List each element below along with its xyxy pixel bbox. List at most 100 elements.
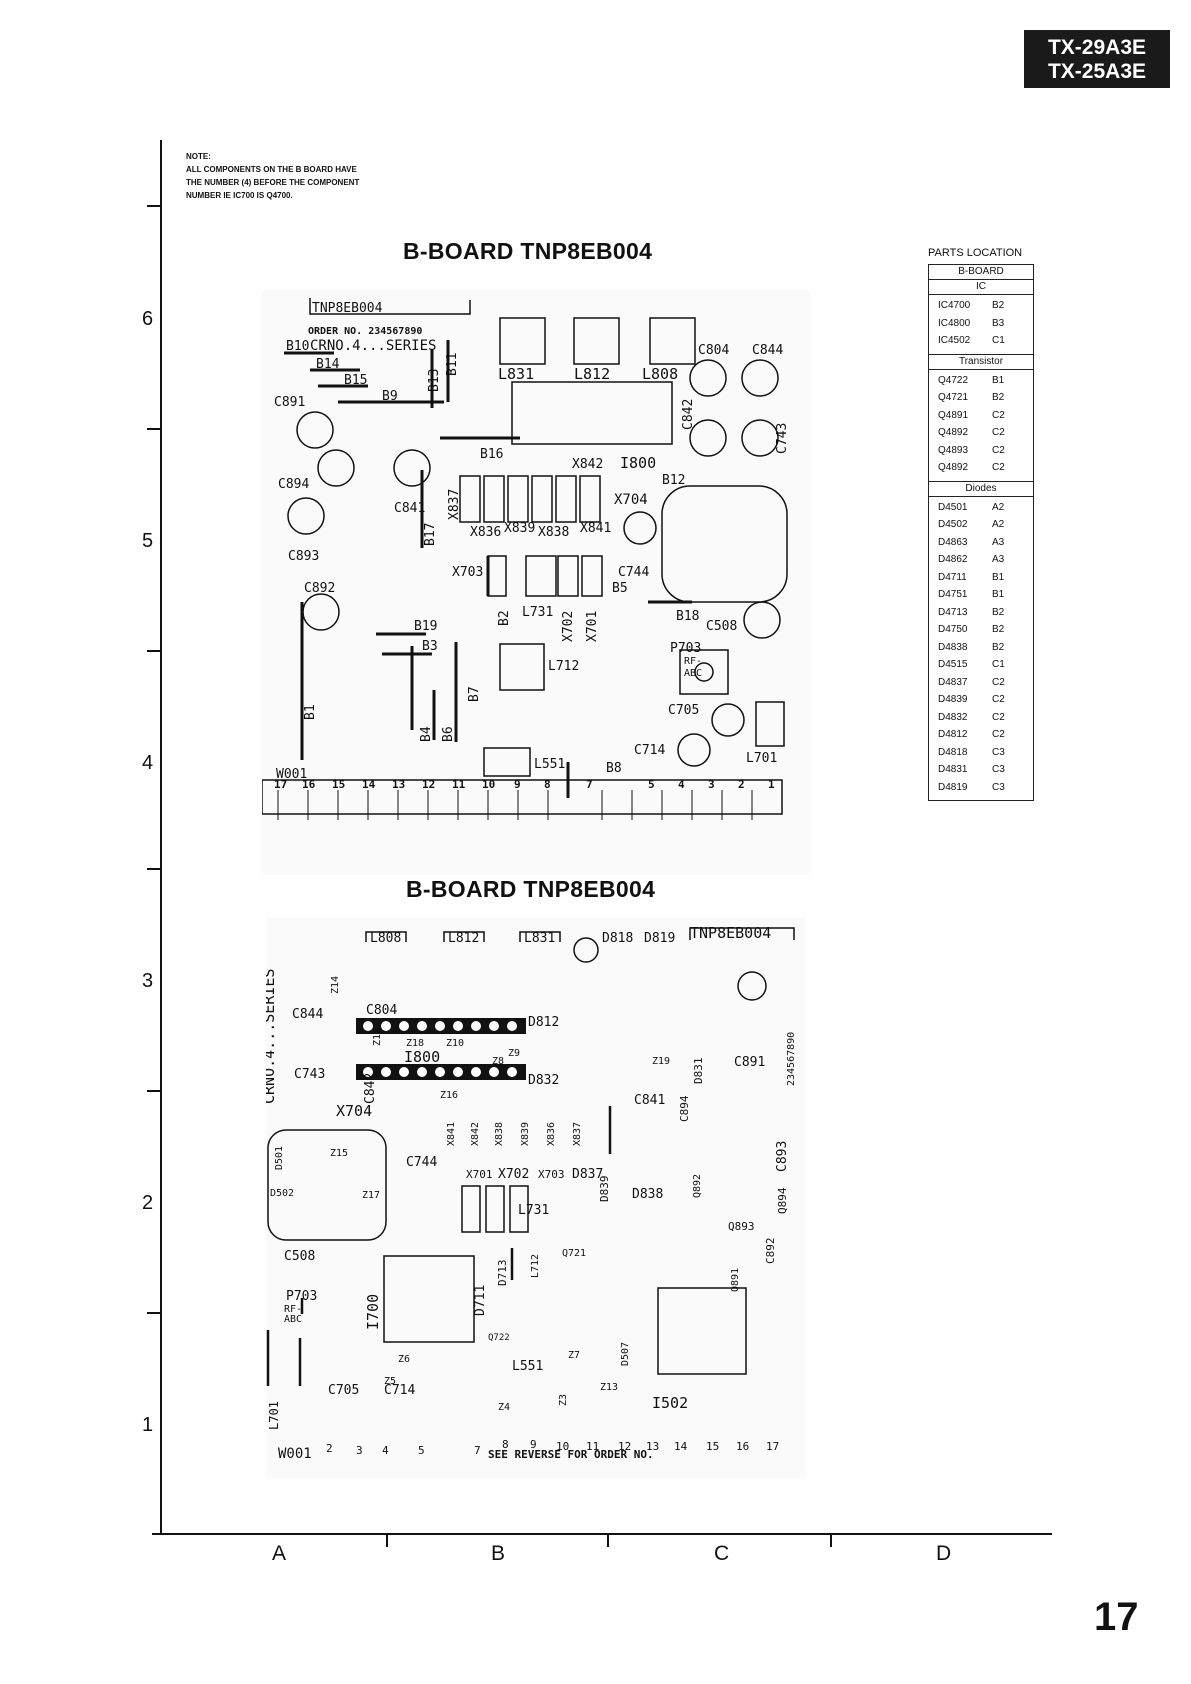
b-label-d832: D832 — [528, 1073, 559, 1088]
label-c894: C894 — [278, 477, 309, 492]
capacitor-c508 — [743, 601, 781, 639]
pin-2: 2 — [738, 778, 745, 791]
b-label-c891: C891 — [734, 1055, 765, 1070]
label-x703: X703 — [452, 565, 483, 580]
b-label-d838: D838 — [632, 1187, 663, 1202]
label-c841: C841 — [394, 501, 425, 516]
label-b18: B18 — [676, 609, 699, 624]
row-tick — [147, 650, 162, 652]
b-pin-2: 2 — [326, 1442, 333, 1455]
bottom-serial: 234567890 — [786, 1032, 797, 1086]
b-label-z10: Z10 — [446, 1038, 464, 1049]
label-b6: B6 — [441, 726, 456, 742]
page-number: 17 — [1094, 1595, 1139, 1639]
label-b12: B12 — [662, 473, 685, 488]
b-label-q892: Q892 — [692, 1174, 703, 1198]
grid-frame-horizontal — [152, 1533, 1052, 1535]
label-l712: L712 — [548, 659, 579, 674]
b-label-w001: W001 — [278, 1446, 312, 1462]
b-label-rf: RF- — [284, 1304, 302, 1315]
note-line-1: NOTE: — [186, 152, 211, 161]
label-l812: L812 — [574, 365, 610, 383]
b-label-q721: Q721 — [562, 1248, 586, 1259]
coil-l812 — [573, 317, 620, 365]
label-c893: C893 — [288, 549, 319, 564]
label-x839: X839 — [504, 521, 535, 536]
pin-10: 10 — [482, 778, 495, 791]
b-label-d713: D713 — [496, 1260, 509, 1287]
b-label-q894: Q894 — [776, 1187, 789, 1214]
row-tick — [147, 428, 162, 430]
label-rf: RF- — [684, 656, 702, 667]
capacitor-c894 — [317, 449, 355, 487]
label-i800: I800 — [620, 454, 656, 472]
col-label-c: C — [714, 1542, 730, 1565]
col-label-a: A — [272, 1542, 287, 1565]
label-c892: C892 — [304, 581, 335, 596]
coil-x704-footprint — [267, 1129, 387, 1241]
row-label-2: 2 — [142, 1192, 154, 1214]
label-l731: L731 — [522, 605, 553, 620]
b-label-z15: Z15 — [330, 1148, 348, 1159]
row-tick — [147, 1312, 162, 1314]
label-l831: L831 — [498, 365, 534, 383]
label-b8: B8 — [606, 761, 622, 776]
b-label-q893: Q893 — [728, 1220, 755, 1233]
b-label-c705: C705 — [328, 1383, 359, 1398]
bottom-footer: SEE REVERSE FOR ORDER NO. — [488, 1448, 654, 1461]
label-b10: B10 — [286, 339, 309, 354]
row-tick — [147, 1090, 162, 1092]
b-label-x836: X836 — [546, 1122, 557, 1146]
b-label-z4: Z4 — [498, 1402, 510, 1413]
b-label-z18: Z18 — [406, 1038, 424, 1049]
ic-i700-footprint — [383, 1255, 475, 1343]
b-label-i800: I800 — [404, 1048, 440, 1066]
parts-group-diodes: Diodes — [929, 482, 1033, 497]
capacitor-c714 — [677, 733, 711, 767]
col-tick — [830, 1533, 832, 1547]
top-board-title: B-BOARD TNP8EB004 — [403, 238, 653, 264]
pin-12: 12 — [422, 778, 435, 791]
pin-5: 5 — [648, 778, 655, 791]
label-x842: X842 — [572, 457, 603, 472]
b-label-c842: C842 — [363, 1073, 378, 1104]
b-label-i700: I700 — [364, 1294, 382, 1330]
capacitor-c743 — [741, 419, 779, 457]
pin-16: 16 — [302, 778, 316, 791]
capacitor-c844 — [741, 359, 779, 397]
row-label-1: 1 — [142, 1414, 154, 1436]
col-tick — [607, 1533, 609, 1547]
b-label-c508: C508 — [284, 1249, 315, 1264]
b-label-l701: L701 — [267, 1401, 281, 1430]
coil-l808 — [649, 317, 696, 365]
label-c844: C844 — [752, 343, 783, 358]
pin-14: 14 — [362, 778, 376, 791]
b-label-z14: Z14 — [330, 976, 341, 994]
b-pin-12: 12 — [618, 1440, 631, 1453]
model-line-2: TX-25A3E — [1047, 60, 1147, 83]
label-x836: X836 — [470, 525, 501, 540]
pin-9: 9 — [514, 778, 521, 791]
b-label-x703: X703 — [538, 1168, 565, 1181]
b-label-c893: C893 — [775, 1141, 790, 1172]
label-b17: B17 — [423, 523, 438, 546]
b-label-d507: D507 — [620, 1342, 631, 1366]
b-label-l731: L731 — [518, 1203, 549, 1218]
b-label-d711: D711 — [473, 1285, 488, 1316]
b-label-z17: Z17 — [362, 1190, 380, 1201]
pin-3: 3 — [708, 778, 715, 791]
label-abc: ABC — [684, 668, 702, 679]
b-label-l831: L831 — [524, 931, 555, 946]
